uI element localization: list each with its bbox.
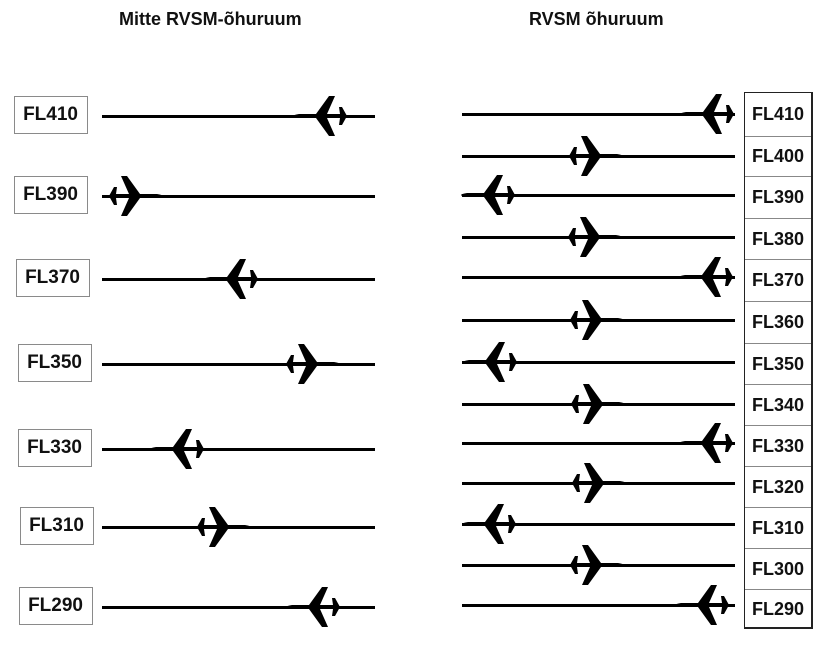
airplane-west-icon	[202, 257, 260, 301]
flight-level-line	[102, 606, 375, 609]
title-rvsm: RVSM õhuruum	[529, 9, 664, 29]
airplane-east-icon	[570, 461, 628, 505]
flight-level-label: FL310	[745, 507, 811, 548]
flight-level-label: FL320	[745, 466, 811, 507]
flight-level-label: FL400	[745, 136, 811, 176]
airplane-east-icon	[569, 382, 627, 426]
flight-level-line	[462, 604, 735, 607]
flight-level-label: FL290	[745, 589, 811, 628]
flight-level-label: FL360	[745, 301, 811, 343]
flight-level-line	[462, 276, 735, 279]
airplane-east-icon	[568, 298, 626, 342]
flight-level-line	[462, 113, 735, 116]
airplane-west-icon	[677, 255, 735, 299]
airplane-east-icon	[567, 134, 625, 178]
flight-level-label: FL390	[745, 176, 811, 218]
flight-level-line	[102, 195, 375, 198]
airplane-west-icon	[460, 502, 518, 546]
flight-level-label: FL310	[20, 507, 94, 545]
flight-level-line	[102, 363, 375, 366]
airplane-west-icon	[461, 340, 519, 384]
flight-level-label: FL290	[19, 587, 93, 625]
flight-level-label: FL390	[14, 176, 88, 214]
flight-level-label: FL330	[745, 425, 811, 466]
flight-level-label: FL340	[745, 384, 811, 425]
flight-level-line	[462, 442, 735, 445]
flight-level-label: FL330	[18, 429, 92, 467]
flight-level-line	[462, 523, 735, 526]
airplane-east-icon	[284, 342, 342, 386]
flight-level-label: FL350	[745, 343, 811, 384]
airplane-west-icon	[148, 427, 206, 471]
flight-level-label: FL350	[18, 344, 92, 382]
flight-level-line	[462, 194, 735, 197]
flight-level-label: FL380	[745, 218, 811, 259]
airplane-east-icon	[195, 505, 253, 549]
flight-level-label: FL300	[745, 548, 811, 589]
airplane-east-icon	[566, 215, 624, 259]
airplane-west-icon	[673, 583, 731, 627]
flight-level-line	[102, 448, 375, 451]
airplane-west-icon	[284, 585, 342, 629]
flight-level-line	[462, 361, 735, 364]
title-non-rvsm: Mitte RVSM-õhuruum	[119, 9, 302, 29]
airplane-west-icon	[459, 173, 517, 217]
flight-level-label: FL410	[14, 96, 88, 134]
flight-level-label: FL370	[16, 259, 90, 297]
airplane-east-icon	[568, 543, 626, 587]
airplane-west-icon	[678, 92, 736, 136]
flight-level-label: FL410	[751, 104, 805, 124]
flight-level-label: FL370	[745, 259, 811, 301]
airplane-east-icon	[107, 174, 165, 218]
flight-level-line	[102, 115, 375, 118]
airplane-west-icon	[677, 421, 735, 465]
airplane-west-icon	[291, 94, 349, 138]
